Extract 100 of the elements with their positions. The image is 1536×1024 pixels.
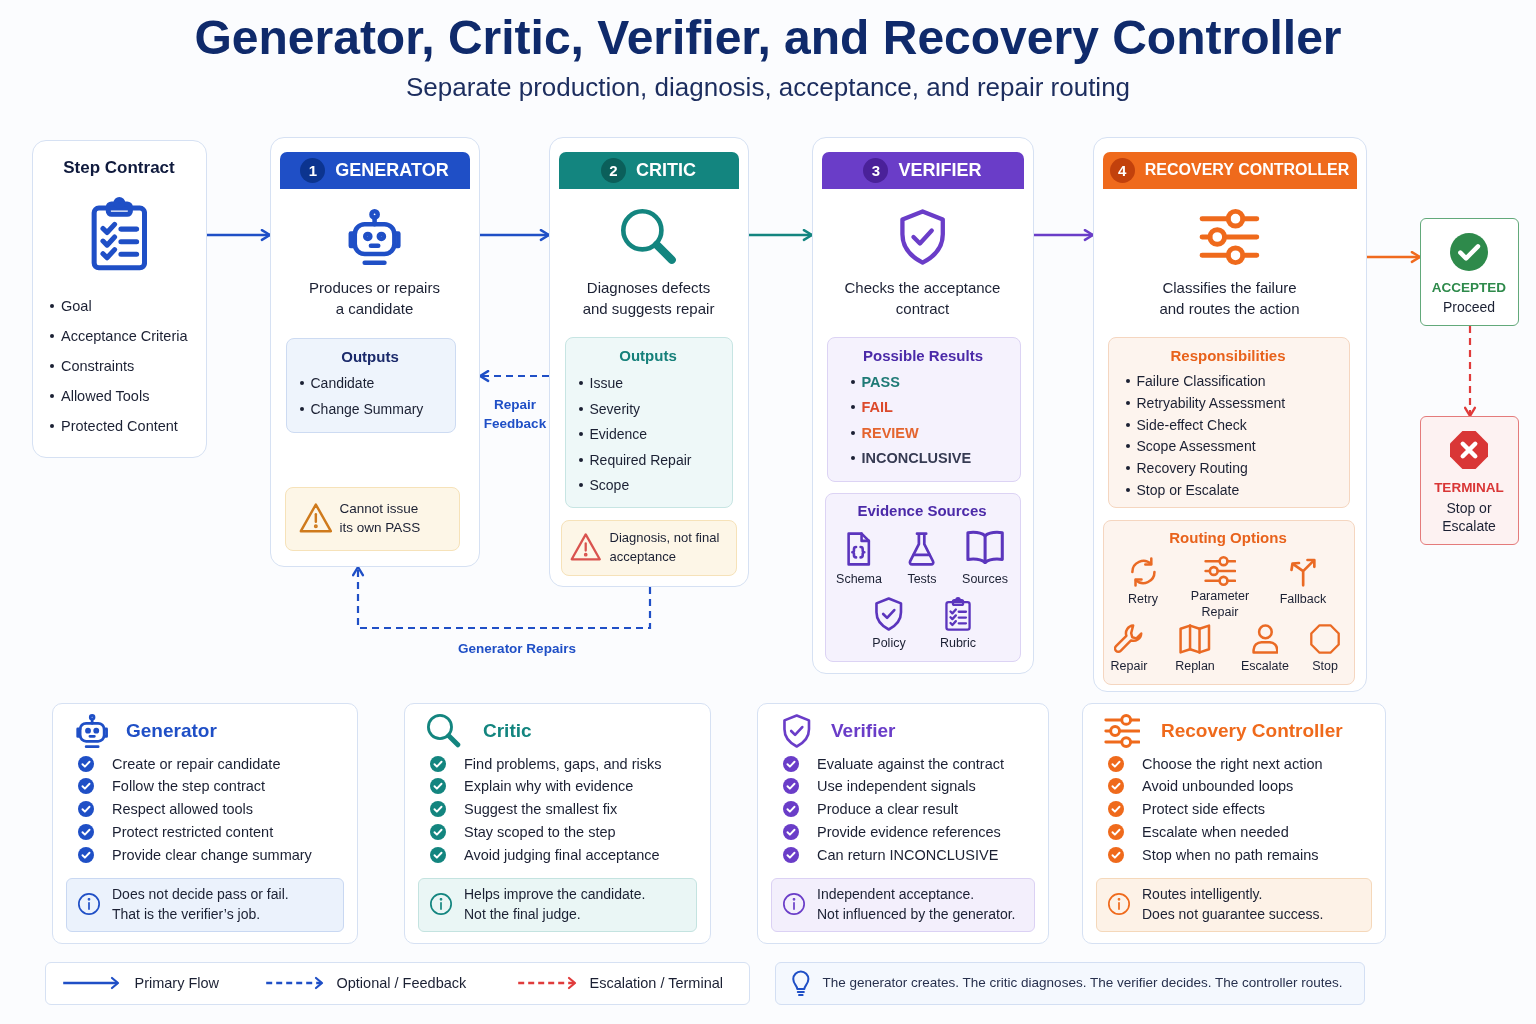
dashed-arrow bbox=[1463, 326, 1477, 418]
list-item: Candidate bbox=[297, 373, 375, 393]
header-title: VERIFIER bbox=[898, 159, 982, 181]
icon-caption: Retry bbox=[1128, 591, 1158, 607]
section-heading: Responsibilities bbox=[1170, 345, 1286, 366]
outputs-panel bbox=[285, 337, 456, 433]
arrow bbox=[480, 228, 551, 242]
info-box bbox=[417, 877, 697, 932]
icon-caption: Tests bbox=[907, 571, 937, 587]
warning-box bbox=[560, 519, 737, 576]
icon-caption: Replan bbox=[1175, 658, 1215, 674]
step-number: 2 bbox=[601, 157, 626, 183]
title: Generator, Critic, Verifier, and Recovery Controller bbox=[194, 10, 1342, 66]
result-item: FAIL bbox=[848, 397, 893, 418]
list-item: Protected Content bbox=[48, 415, 178, 436]
checklist-item: Provide clear change summary bbox=[112, 845, 312, 865]
legend-label: Primary Flow bbox=[134, 974, 220, 993]
arrow bbox=[749, 228, 814, 242]
checklist-item: Protect restricted content bbox=[112, 822, 274, 842]
card-heading: Generator bbox=[126, 718, 217, 743]
role-description: Classifies the failure and routes the action bbox=[1158, 277, 1301, 319]
icon-caption: Escalate bbox=[1241, 658, 1289, 674]
header-title: GENERATOR bbox=[335, 159, 449, 181]
checklist-item: Create or repair candidate bbox=[112, 754, 281, 774]
info-box bbox=[1095, 877, 1372, 932]
arrow bbox=[1034, 228, 1095, 242]
info-note: Not the final judge. bbox=[464, 905, 581, 924]
card-heading: Recovery Controller bbox=[1161, 718, 1343, 743]
info-note: Routes intelligently. bbox=[1142, 885, 1263, 904]
status-box bbox=[1420, 218, 1519, 326]
section-heading: Outputs bbox=[341, 346, 399, 367]
arrow bbox=[1367, 250, 1422, 264]
header-title: CRITIC bbox=[636, 159, 696, 181]
icon-caption: Fallback bbox=[1279, 591, 1327, 607]
list-item: Retryability Assessment bbox=[1123, 392, 1286, 413]
checklist-item: Protect side effects bbox=[1142, 800, 1266, 820]
summary-card bbox=[1082, 703, 1386, 944]
list-item: Evidence bbox=[576, 424, 648, 444]
icon-caption: Repair bbox=[1110, 658, 1148, 674]
checklist-item: Evaluate against the contract bbox=[817, 754, 1004, 774]
checklist-item: Find problems, gaps, and risks bbox=[464, 754, 662, 774]
outputs-panel bbox=[564, 336, 733, 508]
list-item: Stop or Escalate bbox=[1123, 480, 1240, 500]
status-label: ACCEPTED bbox=[1431, 279, 1507, 297]
checklist-item: Follow the step contract bbox=[112, 777, 266, 797]
dashed-arrow bbox=[351, 565, 652, 630]
list-item: Failure Classification bbox=[1123, 371, 1266, 391]
legend-label: Escalation / Terminal bbox=[589, 974, 724, 993]
checklist-item: Can return INCONCLUSIVE bbox=[817, 845, 999, 865]
card-heading: Step Contract bbox=[63, 157, 175, 178]
list-item: Goal bbox=[48, 295, 92, 316]
list-item: Acceptance Criteria bbox=[48, 325, 188, 346]
section-heading: Routing Options bbox=[1169, 528, 1287, 548]
result-item: PASS bbox=[848, 372, 900, 392]
step-number: 4 bbox=[1109, 157, 1135, 183]
role-column bbox=[812, 137, 1034, 674]
status-detail: Proceed bbox=[1442, 298, 1496, 316]
checklist-item: Suggest the smallest fix bbox=[464, 800, 618, 820]
dashed-arrow bbox=[478, 369, 549, 383]
icon-caption: Schema bbox=[836, 571, 882, 587]
role-column bbox=[1093, 137, 1367, 692]
step-number: 1 bbox=[300, 157, 326, 183]
info-box bbox=[770, 877, 1035, 932]
evidence-panel bbox=[824, 492, 1021, 662]
result-item: INCONCLUSIVE bbox=[848, 447, 972, 468]
list-item: Severity bbox=[576, 398, 641, 419]
checklist-item: Stop when no path remains bbox=[1142, 845, 1319, 865]
list-item: Change Summary bbox=[297, 399, 424, 419]
routing-panel bbox=[1102, 519, 1355, 685]
status-detail: Stop or Escalate bbox=[1441, 499, 1497, 535]
checklist-item: Escalate when needed bbox=[1142, 822, 1289, 842]
header-title: RECOVERY CONTROLLER bbox=[1144, 161, 1350, 179]
summary-card bbox=[404, 703, 711, 944]
checklist-item: Stay scoped to the step bbox=[464, 822, 616, 842]
checklist-item: Explain why with evidence bbox=[464, 777, 634, 797]
status-label: TERMINAL bbox=[1434, 479, 1504, 497]
list-item: Scope bbox=[576, 475, 630, 495]
results-panel bbox=[826, 336, 1021, 482]
list-item: Required Repair bbox=[576, 449, 692, 470]
icon-caption: Parameter Repair bbox=[1189, 588, 1251, 620]
icon-caption: Rubric bbox=[939, 635, 977, 651]
info-note: That is the verifier’s job. bbox=[112, 905, 261, 924]
result-item: REVIEW bbox=[848, 422, 919, 443]
card-heading: Critic bbox=[483, 718, 532, 743]
checklist-item: Choose the right next action bbox=[1142, 754, 1323, 774]
checklist-item: Use independent signals bbox=[817, 777, 976, 797]
status-box bbox=[1420, 416, 1519, 545]
summary-card bbox=[757, 703, 1049, 944]
role-description: Checks the acceptance contract bbox=[843, 277, 1002, 319]
section-heading: Outputs bbox=[619, 345, 677, 366]
arrow bbox=[207, 228, 272, 242]
list-item: Scope Assessment bbox=[1123, 436, 1256, 457]
icon-caption: Policy bbox=[872, 635, 906, 651]
list-item: Recovery Routing bbox=[1123, 458, 1248, 479]
tip-box bbox=[775, 962, 1365, 1005]
section-heading: Possible Results bbox=[863, 345, 983, 366]
info-note: Helps improve the candidate. bbox=[464, 885, 646, 904]
role-description: Produces or repairs a candidate bbox=[308, 277, 441, 319]
step-number: 3 bbox=[863, 157, 889, 183]
subtitle: Separate production, diagnosis, acceptance, and repair routing bbox=[405, 72, 1131, 102]
